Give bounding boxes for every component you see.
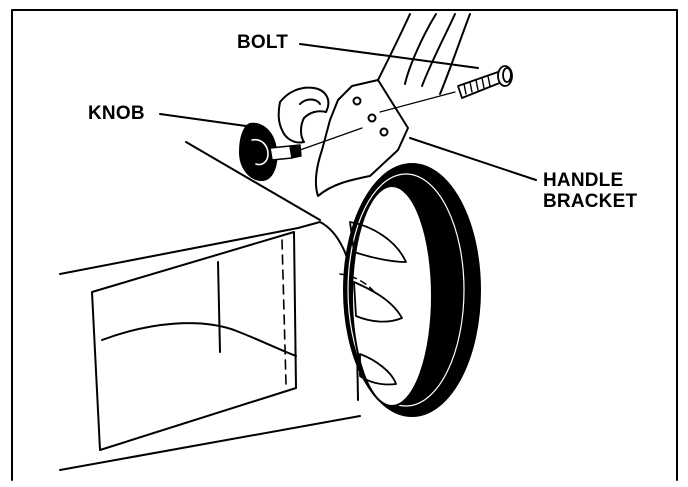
handle-bracket-label: HANDLE BRACKET (543, 170, 637, 212)
knob-label: KNOB (88, 103, 145, 124)
mower-deck (59, 141, 361, 471)
rear-wheel (339, 163, 481, 417)
handle-bracket (277, 79, 409, 197)
handle-bracket-label-line1: HANDLE (543, 170, 624, 191)
bolt-label: BOLT (237, 32, 289, 53)
handle-bracket-label-line2: BRACKET (543, 191, 638, 212)
handle-tubes (377, 13, 471, 95)
knob-part (239, 122, 302, 181)
bracket-leader-line (409, 137, 537, 181)
bolt-leader-line (299, 43, 479, 69)
bolt-part (457, 65, 513, 99)
knob-leader-line (159, 113, 247, 127)
alignment-line (299, 91, 456, 151)
frame-border (11, 9, 678, 481)
